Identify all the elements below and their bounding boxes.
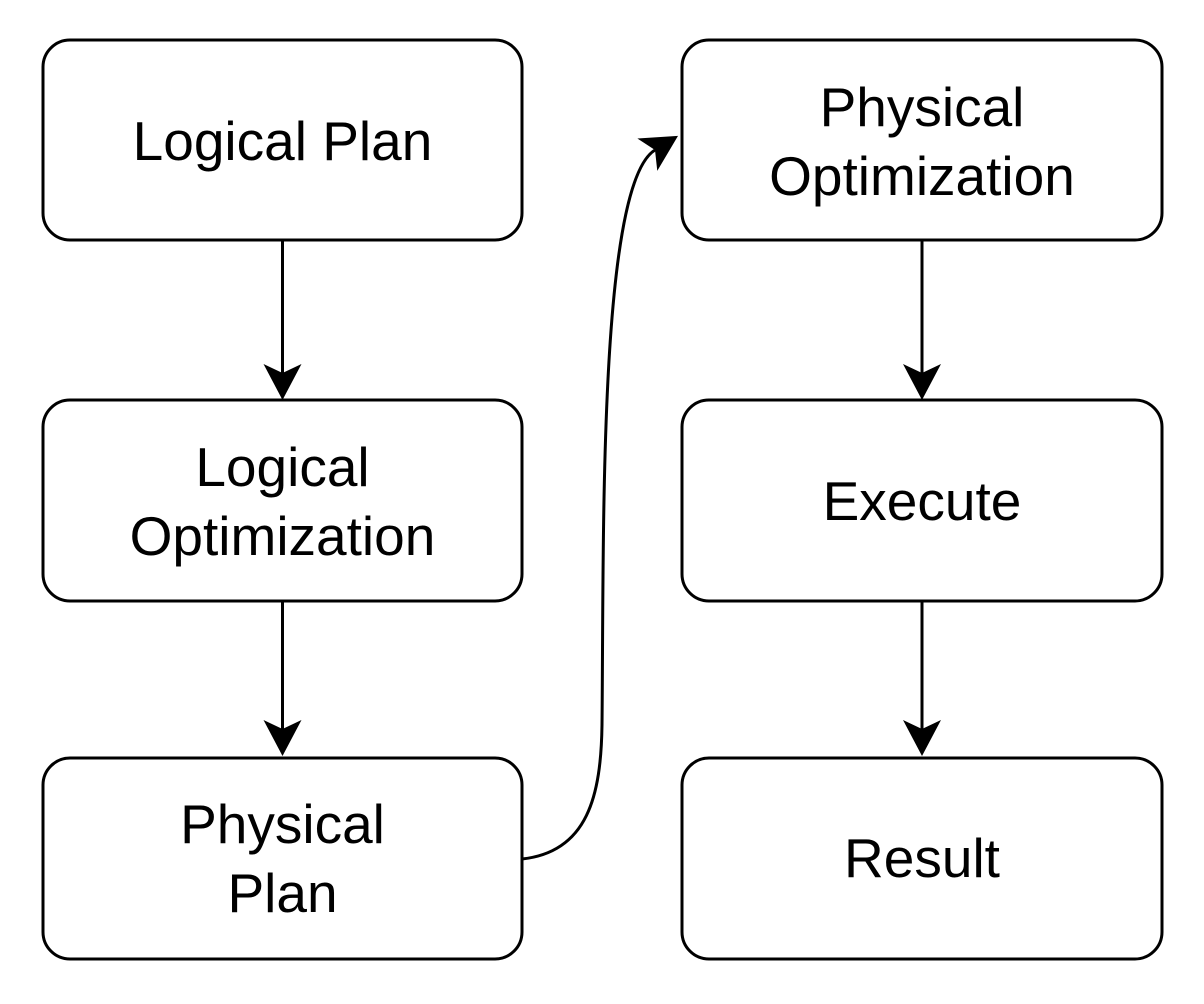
node-physical-plan-label-line2: Plan <box>227 862 337 924</box>
node-logical-optimization-label-line1: Logical <box>195 436 369 498</box>
node-execute: Execute <box>680 398 1164 603</box>
node-physical-plan-label-line1: Physical <box>180 793 385 855</box>
node-logical-plan-box <box>41 38 524 242</box>
node-logical-plan: Logical Plan <box>41 38 524 242</box>
node-physical-optimization-label-line2: Optimization <box>769 145 1075 207</box>
node-logical-optimization: Logical Optimization <box>41 398 524 603</box>
node-physical-optimization: Physical Optimization <box>680 38 1164 242</box>
node-physical-plan-box <box>41 756 524 961</box>
node-physical-plan: Physical Plan <box>41 756 524 961</box>
edge-physical-plan-to-physical-optimization <box>521 135 678 861</box>
node-result: Result <box>680 756 1164 961</box>
node-physical-optimization-label-line1: Physical <box>820 76 1025 138</box>
node-logical-optimization-box <box>41 398 524 603</box>
node-logical-optimization-label-line2: Optimization <box>130 505 436 567</box>
node-execute-box <box>680 398 1164 603</box>
node-result-box <box>680 756 1164 961</box>
node-execute-label: Execute <box>823 470 1022 532</box>
node-logical-plan-label: Logical Plan <box>133 110 433 172</box>
node-result-label: Result <box>844 827 1000 889</box>
node-physical-optimization-box <box>680 38 1164 242</box>
